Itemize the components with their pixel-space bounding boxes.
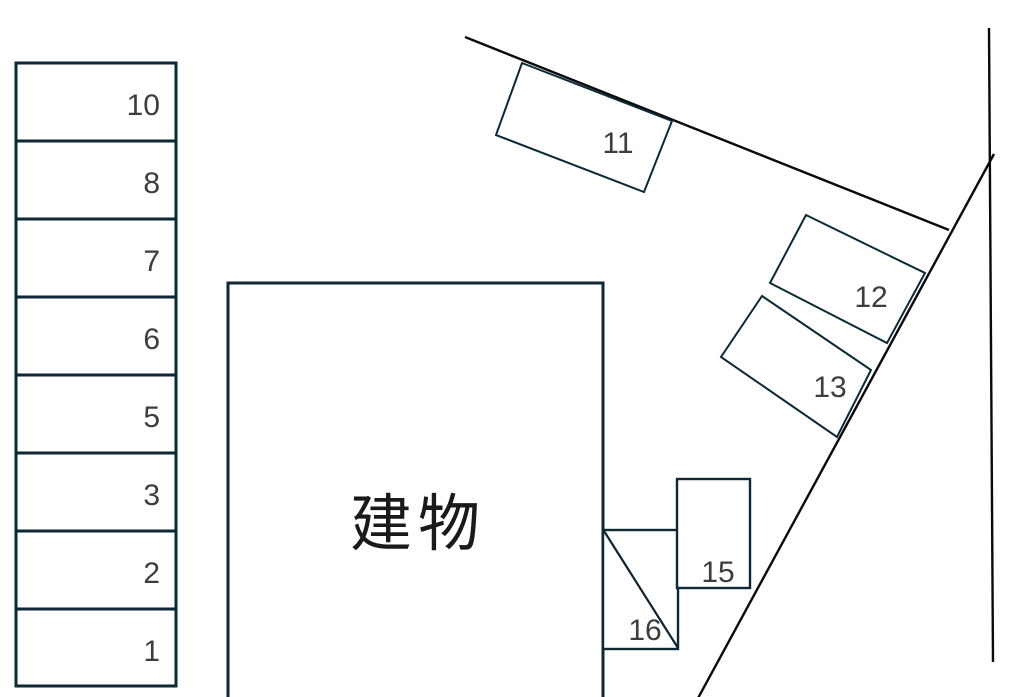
stall-5: 5 — [14, 373, 178, 455]
stall-column: 10 8 7 6 5 3 2 — [14, 61, 178, 688]
stall-16 — [601, 528, 680, 651]
stall-5-label: 5 — [143, 401, 160, 434]
stall-10-area — [14, 61, 178, 143]
stall-6-label: 6 — [143, 323, 160, 356]
stall-3-label: 3 — [143, 479, 160, 512]
stall-6-area — [14, 295, 178, 377]
stall-13-area — [719, 294, 873, 439]
stall-11-area — [494, 61, 674, 194]
stall-15: 15 — [675, 477, 752, 590]
stall-13: 13 — [719, 294, 873, 439]
stall-8: 8 — [14, 139, 178, 221]
stall-7: 7 — [14, 217, 178, 299]
building: 建物 — [226, 281, 605, 697]
stall-1-label: 1 — [143, 635, 160, 668]
stall-12-label: 12 — [854, 281, 887, 314]
stall-2-label: 2 — [143, 557, 160, 590]
stall-2: 2 — [14, 529, 178, 611]
road-line-right-vertical — [987, 27, 995, 663]
road-lines — [464, 27, 996, 697]
stall-1: 1 — [14, 607, 178, 688]
building-label: 建物 — [350, 490, 486, 559]
stall-10: 10 — [14, 61, 178, 143]
road-line-top — [464, 35, 950, 232]
stall-12-area — [768, 213, 927, 345]
stall-13-label: 13 — [813, 371, 846, 404]
road-line-right-steep — [697, 153, 996, 697]
stall-8-label: 8 — [143, 167, 160, 200]
stall-11: 11 — [494, 61, 674, 194]
stall-3: 3 — [14, 451, 178, 533]
stall-15-area — [675, 477, 752, 590]
stall-11-label: 11 — [602, 127, 633, 160]
stall-12: 12 — [768, 213, 927, 345]
stall-16-label: 16 — [628, 614, 661, 647]
stall-8-area — [14, 139, 178, 221]
stall-6: 6 — [14, 295, 178, 377]
stall-16-diagonal — [603, 530, 679, 649]
stall-7-label: 7 — [143, 245, 160, 278]
stall-15-label: 15 — [701, 556, 734, 589]
stall-3-area — [14, 451, 178, 533]
building-outline — [226, 281, 605, 697]
stall-10-label: 10 — [127, 89, 160, 122]
stall-1-area — [14, 607, 178, 688]
